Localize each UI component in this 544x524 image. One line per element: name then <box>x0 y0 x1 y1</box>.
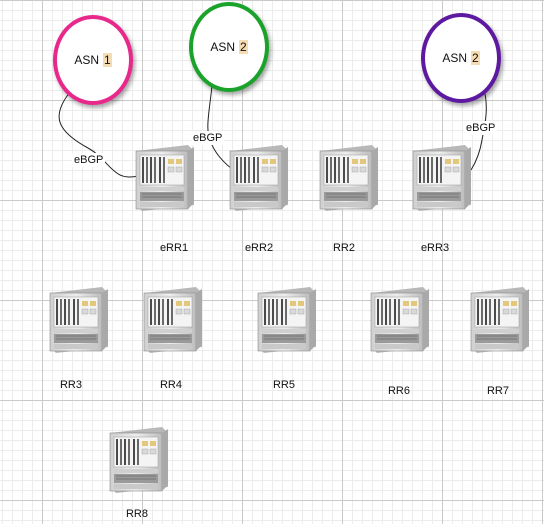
asn-2a-prefix: ASN <box>210 40 235 54</box>
asn-1-number: 1 <box>103 53 112 67</box>
router-rr7[interactable] <box>467 283 531 355</box>
asn-2b-prefix: ASN <box>442 51 467 65</box>
router-chassis-icon <box>412 144 472 212</box>
asn-1-node[interactable]: ASN 1 <box>53 15 133 105</box>
router-label-rr3: RR3 <box>59 379 82 391</box>
router-rr6[interactable] <box>367 283 431 355</box>
router-label-rr8: RR8 <box>125 508 148 520</box>
router-err1[interactable] <box>132 141 196 213</box>
router-label-rr6: RR6 <box>387 385 410 397</box>
router-rr3[interactable] <box>46 283 110 355</box>
router-rr8[interactable] <box>106 423 170 495</box>
edge-label-ebgp-2: eBGP <box>191 131 225 145</box>
ebgp-link-asn2-err3 <box>470 85 487 171</box>
router-chassis-icon <box>143 286 203 354</box>
asn-2b-number: 2 <box>471 51 480 65</box>
router-chassis-icon <box>49 286 109 354</box>
asn-2a-number: 2 <box>239 40 248 54</box>
ebgp-link-asn1-err1 <box>58 91 139 178</box>
asn-1-prefix: ASN <box>74 53 99 67</box>
router-chassis-icon <box>470 286 530 354</box>
router-chassis-icon <box>319 144 379 212</box>
asn-2b-node[interactable]: ASN 2 <box>421 13 501 103</box>
router-err3[interactable] <box>409 141 473 213</box>
router-label-err2: eRR2 <box>244 242 274 254</box>
router-label-err1: eRR1 <box>159 242 189 254</box>
router-label-rr5: RR5 <box>272 379 295 391</box>
edge-label-ebgp-3: eBGP <box>464 121 498 135</box>
router-label-rr4: RR4 <box>159 379 182 391</box>
router-chassis-icon <box>109 426 169 494</box>
router-err2[interactable] <box>226 141 290 213</box>
router-rr4[interactable] <box>140 283 204 355</box>
router-rr5[interactable] <box>254 283 318 355</box>
router-chassis-icon <box>135 144 195 212</box>
router-chassis-icon <box>229 144 289 212</box>
router-label-err3: eRR3 <box>420 242 450 254</box>
router-label-rr2: RR2 <box>332 242 355 254</box>
router-chassis-icon <box>370 286 430 354</box>
router-rr2[interactable] <box>316 141 380 213</box>
asn-2a-node[interactable]: ASN 2 <box>189 2 269 92</box>
edge-label-ebgp-1: eBGP <box>72 153 106 167</box>
router-chassis-icon <box>257 286 317 354</box>
router-label-rr7: RR7 <box>486 385 509 397</box>
